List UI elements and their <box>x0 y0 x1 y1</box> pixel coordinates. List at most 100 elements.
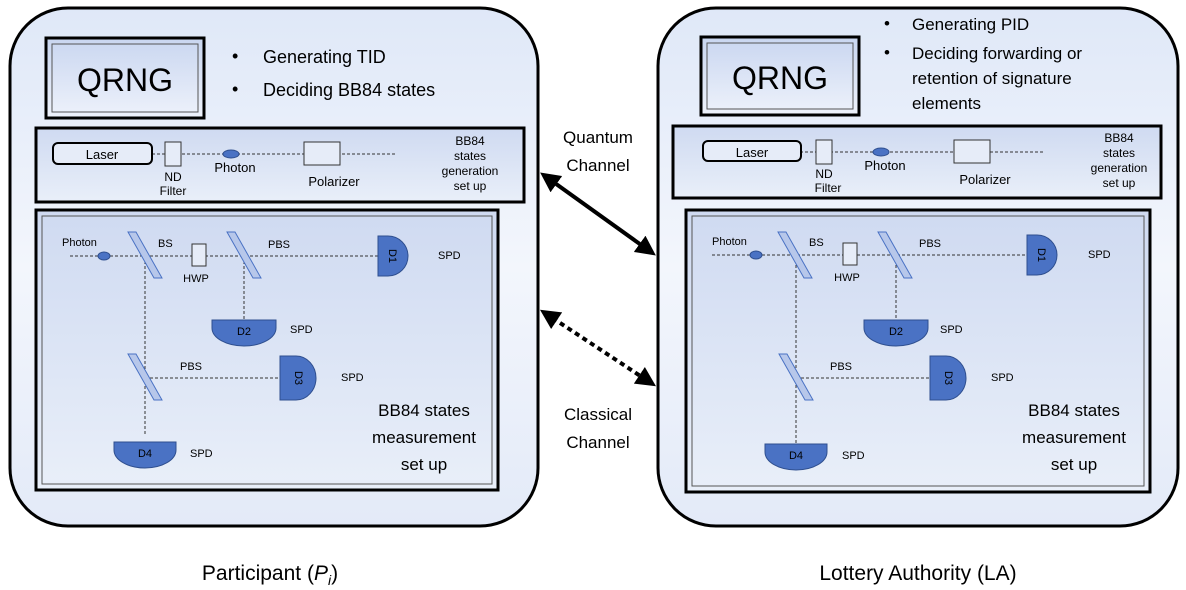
participant-caption-end: ) <box>331 562 338 585</box>
qrng-bullet-2: Deciding BB84 states <box>263 80 435 100</box>
lottery-authority-caption: Lottery Authority (LA) <box>819 562 1016 585</box>
spd-label-d3: SPD <box>991 372 1014 384</box>
spd-label-d1: SPD <box>1088 249 1111 261</box>
half-wave-plate <box>842 242 858 266</box>
detector-d4-label: D4 <box>138 448 152 460</box>
detector-d4 <box>764 443 828 471</box>
bullet-dot: • <box>232 46 238 66</box>
measurement-inner-border <box>691 215 1145 487</box>
detector-d3 <box>279 355 317 401</box>
measurement-title-2: measurement <box>372 428 476 447</box>
qrng-box <box>699 35 861 117</box>
pbs1-label: PBS <box>268 239 290 251</box>
qrng-bullet-2: Deciding forwarding or <box>912 44 1082 63</box>
measurement-setup: Photon BS HWP PBS D1 SPD D2 SPD PBS D3 S… <box>34 208 500 492</box>
pbs2-label: PBS <box>180 361 202 373</box>
nd-filter <box>164 141 182 167</box>
qrng-inner-border <box>51 43 199 113</box>
laser-box <box>52 142 153 165</box>
participant-panel: QRNG • Generating TID • Deciding BB84 st… <box>8 6 540 588</box>
detector-d2-label: D2 <box>889 326 903 338</box>
polarizer <box>953 139 991 164</box>
polarizer <box>303 141 341 166</box>
generation-title-1: BB84 <box>1104 131 1134 145</box>
qrng-bullet-1: Generating PID <box>912 15 1029 34</box>
nd-filter <box>815 139 833 165</box>
channels: Quantum Channel Classical Channel <box>539 128 657 452</box>
qrng-bullet-2-line-2: retention of signature <box>912 69 1072 88</box>
generation-title-4: set up <box>454 179 487 193</box>
photon-label: Photon <box>864 158 905 173</box>
spd-label-d3: SPD <box>341 372 364 384</box>
pbs1-label: PBS <box>919 238 941 250</box>
qrng-label: QRNG <box>77 62 173 98</box>
detector-d3-label: D3 <box>292 371 304 385</box>
generation-title-3: generation <box>1091 161 1148 175</box>
generation-setup: Laser ND Filter Photon Polarizer BB84 st… <box>671 124 1163 200</box>
lottery-authority-caption-text: Lottery Authority (LA) <box>819 562 1016 585</box>
generation-title-1: BB84 <box>455 134 485 148</box>
participant-caption: Participant (Pi) <box>202 562 338 588</box>
beam-splitter <box>127 231 163 279</box>
detector-d1 <box>1026 234 1058 276</box>
spd-label-d1: SPD <box>438 250 461 262</box>
half-wave-plate <box>191 243 207 267</box>
photon-label: Photon <box>62 237 97 249</box>
beam-splitter <box>777 231 813 279</box>
polarizer-label: Polarizer <box>308 174 360 189</box>
qrng-bullet-1: Generating TID <box>263 47 386 67</box>
detector-d1-label: D1 <box>1035 248 1047 262</box>
participant-subscript: i <box>328 572 332 588</box>
generation-title-3: generation <box>442 164 499 178</box>
polarizer-label: Polarizer <box>959 172 1011 187</box>
detector-d2 <box>863 319 929 347</box>
detector-d4-label: D4 <box>789 450 803 462</box>
photon-marker <box>872 147 890 157</box>
qrng-box <box>44 36 206 120</box>
measurement-setup-frame <box>684 208 1152 494</box>
nd-filter-label-1: ND <box>815 167 833 181</box>
bullet-dot: • <box>884 43 890 62</box>
measurement-title-1: BB84 states <box>1028 401 1120 420</box>
measurement-title-2: measurement <box>1022 428 1126 447</box>
photon-marker <box>749 250 763 260</box>
nd-filter-label-2: Filter <box>815 181 842 195</box>
photon-label: Photon <box>712 236 747 248</box>
detector-d1 <box>377 235 409 277</box>
participant-symbol: P <box>314 562 328 585</box>
detector-d1-label: D1 <box>386 249 398 263</box>
laser-box <box>702 140 802 162</box>
qrng-label: QRNG <box>732 60 828 96</box>
photon-label: Photon <box>214 160 255 175</box>
spd-label-d4: SPD <box>190 448 213 460</box>
detector-d4 <box>113 441 177 469</box>
quantum-channel-label-2: Channel <box>566 156 629 175</box>
classical-channel-arrow <box>539 309 657 387</box>
measurement-setup-frame <box>34 208 500 492</box>
measurement-title-3: set up <box>1051 455 1097 474</box>
polarizing-beam-splitter-1 <box>226 231 262 279</box>
spd-label-d2: SPD <box>290 324 313 336</box>
generation-title-2: states <box>1103 146 1135 160</box>
detector-d3-label: D3 <box>942 371 954 385</box>
spd-label-d2: SPD <box>940 324 963 336</box>
polarizing-beam-splitter-1 <box>877 231 913 279</box>
nd-filter-label-2: Filter <box>160 184 187 198</box>
bs-label: BS <box>809 237 824 249</box>
spd-label-d4: SPD <box>842 450 865 462</box>
nd-filter-label-1: ND <box>164 170 182 184</box>
photon-marker <box>97 251 111 261</box>
detector-d3 <box>929 355 967 401</box>
measurement-title-3: set up <box>401 455 447 474</box>
generation-title-2: states <box>454 149 486 163</box>
laser-label: Laser <box>86 147 119 162</box>
lottery-authority-panel: QRNG • Generating PID • Deciding forward… <box>656 6 1180 585</box>
polarizing-beam-splitter-2 <box>127 353 163 401</box>
laser-label: Laser <box>736 145 769 160</box>
photon-marker <box>222 149 240 159</box>
measurement-title-1: BB84 states <box>378 401 470 420</box>
generation-title-4: set up <box>1103 176 1136 190</box>
hwp-label: HWP <box>834 272 860 284</box>
qrng-bullet-2-line-3: elements <box>912 94 981 113</box>
